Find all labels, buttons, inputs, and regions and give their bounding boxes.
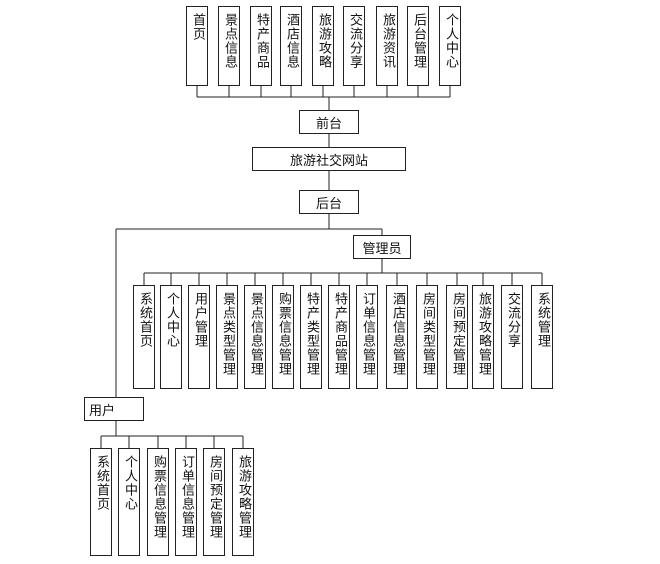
admin-module-label: 个人中心	[164, 292, 179, 348]
user-module-label: 房间预定管理	[207, 455, 222, 539]
front-module-box: 景点信息	[218, 6, 240, 86]
admin-module-box: 景点类型管理	[216, 285, 238, 389]
front-module-label: 景点信息	[222, 13, 237, 69]
admin-module-label: 景点类型管理	[220, 292, 235, 376]
admin-module-label: 订单信息管理	[360, 292, 375, 376]
admin-module-box: 个人中心	[160, 285, 182, 389]
front-node: 前台	[299, 110, 359, 134]
front-module-box: 旅游资讯	[376, 6, 398, 86]
front-module-label: 特产商品	[254, 13, 269, 69]
user-module-label: 购票信息管理	[151, 455, 166, 539]
front-module-box: 交流分享	[343, 6, 365, 86]
user-module-label: 订单信息管理	[179, 455, 194, 539]
front-module-box: 特产商品	[250, 6, 272, 86]
admin-label: 管理员	[362, 241, 402, 257]
front-module-label: 旅游资讯	[380, 13, 395, 69]
back-node: 后台	[299, 190, 359, 214]
admin-module-label: 旅游攻略管理	[476, 292, 491, 376]
user-module-label: 个人中心	[122, 455, 137, 511]
admin-module-box: 订单信息管理	[356, 285, 378, 389]
front-module-label: 交流分享	[347, 13, 362, 69]
front-module-box: 旅游攻略	[312, 6, 334, 86]
front-module-box: 个人中心	[439, 6, 461, 86]
user-module-box: 购票信息管理	[147, 448, 169, 556]
admin-module-box: 系统首页	[133, 285, 155, 389]
admin-module-box: 景点信息管理	[244, 285, 266, 389]
admin-module-box: 交流分享	[501, 285, 523, 389]
site-title: 旅游社交网站	[289, 153, 368, 169]
admin-module-box: 房间类型管理	[416, 285, 438, 389]
admin-module-box: 旅游攻略管理	[472, 285, 494, 389]
admin-module-label: 用户管理	[192, 292, 207, 348]
front-module-label: 个人中心	[443, 13, 458, 69]
admin-module-box: 购票信息管理	[272, 285, 294, 389]
site-root-node: 旅游社交网站	[252, 147, 406, 171]
admin-node: 管理员	[353, 235, 411, 259]
admin-module-box: 酒店信息管理	[386, 285, 408, 389]
admin-module-label: 景点信息管理	[248, 292, 263, 376]
user-module-label: 系统首页	[94, 455, 109, 511]
admin-module-label: 房间预定管理	[450, 292, 465, 376]
admin-module-box: 特产商品管理	[328, 285, 350, 389]
front-module-label: 酒店信息	[284, 13, 299, 69]
user-node: 用户	[84, 397, 144, 421]
user-module-box: 个人中心	[118, 448, 140, 556]
admin-module-label: 特产类型管理	[304, 292, 319, 376]
user-module-label: 旅游攻略管理	[236, 455, 251, 539]
front-module-label: 后台管理	[411, 13, 426, 69]
back-label: 后台	[315, 196, 342, 212]
front-module-box: 后台管理	[407, 6, 429, 86]
front-module-box: 酒店信息	[280, 6, 302, 86]
front-label: 前台	[315, 116, 342, 132]
admin-module-box: 房间预定管理	[446, 285, 468, 389]
front-module-box: 首页	[186, 6, 208, 86]
front-module-label: 旅游攻略	[316, 13, 331, 69]
user-module-box: 订单信息管理	[175, 448, 197, 556]
admin-module-box: 系统管理	[531, 285, 553, 389]
admin-module-label: 交流分享	[505, 292, 520, 348]
admin-module-label: 房间类型管理	[420, 292, 435, 376]
admin-module-label: 系统管理	[535, 292, 550, 348]
front-module-label: 首页	[190, 13, 205, 41]
admin-module-label: 酒店信息管理	[390, 292, 405, 376]
admin-module-label: 特产商品管理	[332, 292, 347, 376]
user-module-box: 系统首页	[90, 448, 112, 556]
user-module-box: 房间预定管理	[203, 448, 225, 556]
admin-module-label: 系统首页	[137, 292, 152, 348]
admin-module-label: 购票信息管理	[276, 292, 291, 376]
user-module-box: 旅游攻略管理	[232, 448, 254, 556]
admin-module-box: 特产类型管理	[300, 285, 322, 389]
admin-module-box: 用户管理	[188, 285, 210, 389]
user-label: 用户	[89, 403, 116, 419]
